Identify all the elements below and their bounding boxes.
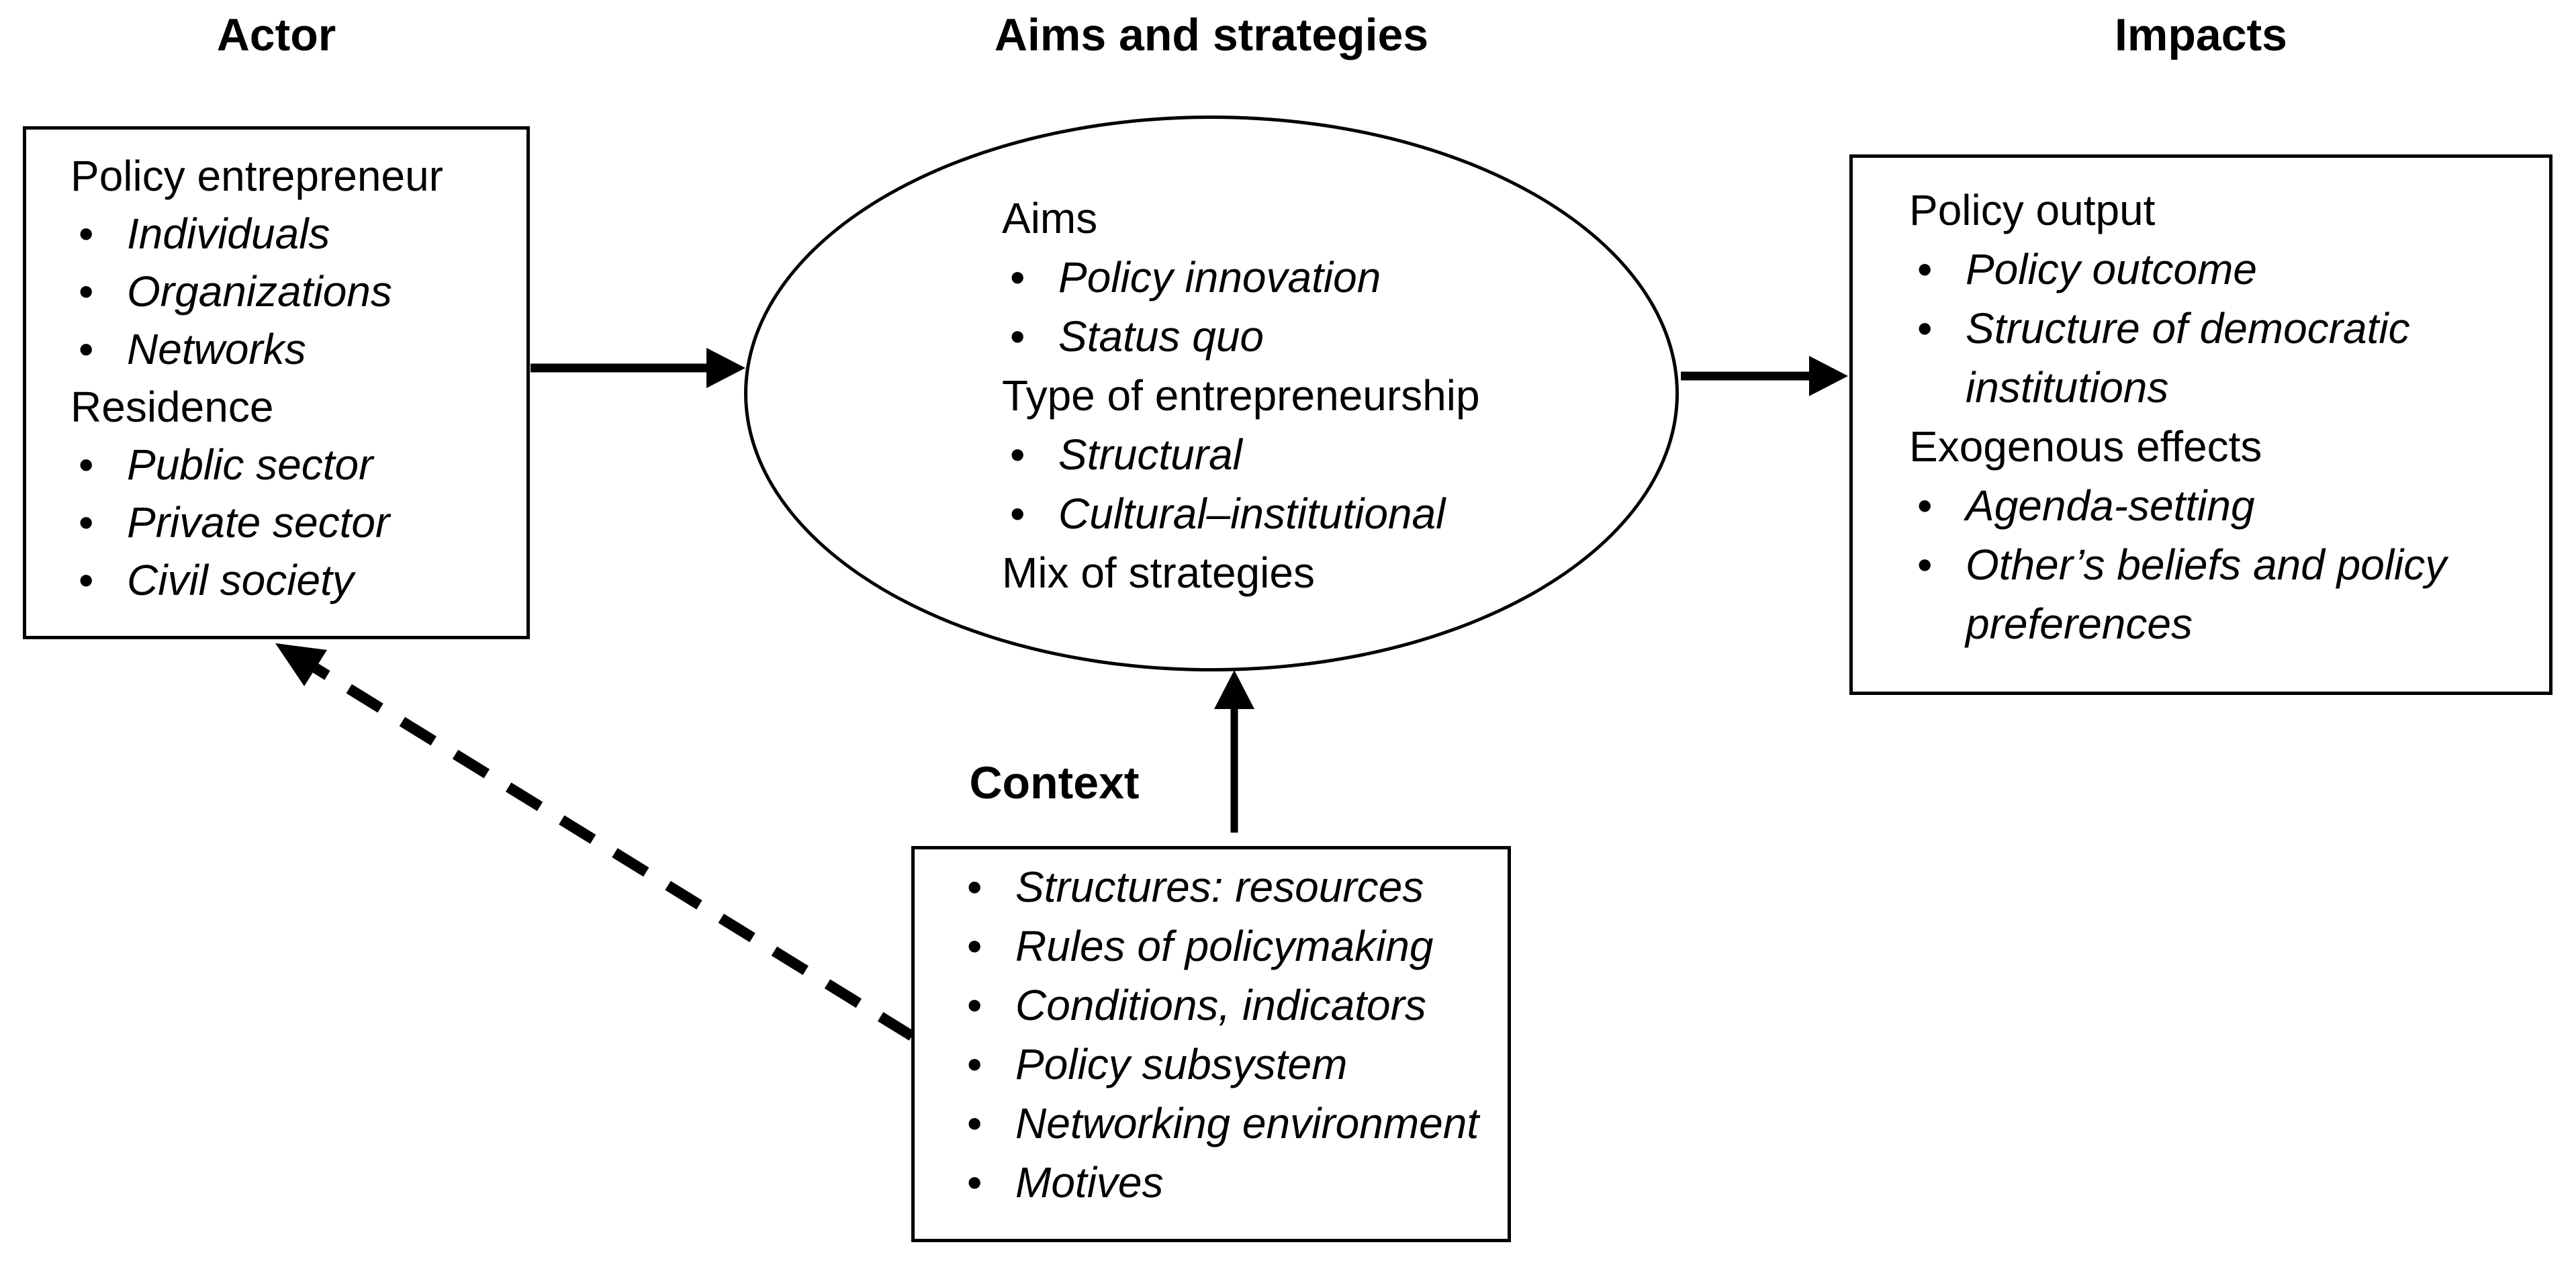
bullet-icon: •: [79, 209, 94, 258]
list-item: • Rules of policymaking: [959, 917, 1489, 976]
list-item: • Other’s beliefs and policy preferences: [1909, 535, 2549, 653]
list-header: Policy entrepreneur: [71, 152, 443, 200]
bullet-icon: •: [79, 498, 94, 547]
list-header: Type of entrepreneurship: [1002, 371, 1480, 420]
bullet-icon: •: [967, 1158, 982, 1207]
aims-list: Aims • Policy innovation • Status quo Ty…: [1002, 189, 1647, 602]
list-item-label: Policy subsystem: [1015, 1040, 1348, 1088]
bullet-icon: •: [967, 922, 982, 970]
bullet-icon: •: [1010, 253, 1025, 301]
context-box: • Structures: resources • Rules of polic…: [911, 846, 1511, 1242]
list-item: • Policy innovation: [1002, 248, 1647, 307]
list-item-label: Organizations: [127, 267, 392, 316]
list-item-label: Structure of democratic institutions: [1966, 304, 2410, 412]
list-item-label: Status quo: [1058, 312, 1264, 361]
bullet-icon: •: [967, 1040, 982, 1088]
bullet-icon: •: [79, 267, 94, 316]
bullet-icon: •: [967, 1099, 982, 1148]
list-item-label: Networking environment: [1015, 1099, 1479, 1148]
actor-box: Policy entrepreneur • Individuals • Orga…: [23, 126, 530, 639]
bullet-icon: •: [1917, 245, 1933, 293]
bullet-icon: •: [967, 981, 982, 1029]
bullet-icon: •: [1917, 541, 1933, 589]
list-item-label: Agenda-setting: [1966, 481, 2255, 530]
bullet-icon: •: [79, 556, 94, 604]
arrow-actor-to-aims: [531, 348, 745, 388]
list-header: Aims: [1002, 194, 1098, 242]
list-item-label: Motives: [1015, 1158, 1164, 1207]
aims-section-title: Aims and strategies: [994, 9, 1429, 60]
list-item: • Individuals: [71, 205, 514, 263]
bullet-icon: •: [79, 440, 94, 489]
list-item: • Structure of democratic institutions: [1909, 299, 2549, 417]
list-header: Residence: [71, 383, 274, 431]
list-item: • Agenda-setting: [1909, 476, 2549, 535]
list-header: Policy output: [1909, 186, 2156, 234]
actor-list: Policy entrepreneur • Individuals • Orga…: [71, 147, 514, 609]
actor-section-title: Actor: [216, 9, 336, 60]
list-item-label: Private sector: [127, 498, 390, 547]
bullet-icon: •: [1917, 481, 1933, 530]
list-item: • Motives: [959, 1153, 1489, 1212]
list-item: • Structural: [1002, 425, 1647, 484]
list-item: • Networks: [71, 320, 514, 378]
list-item-label: Cultural–institutional: [1058, 489, 1446, 538]
impacts-section-title: Impacts: [2115, 9, 2287, 60]
bullet-icon: •: [1917, 304, 1933, 353]
context-list: • Structures: resources • Rules of polic…: [959, 857, 1489, 1212]
list-item: • Status quo: [1002, 307, 1647, 366]
arrow-aims-to-impacts: [1681, 356, 1848, 396]
list-item-label: Structures: resources: [1015, 863, 1424, 911]
list-header: Mix of strategies: [1002, 549, 1315, 597]
arrow-context-to-aims: [1214, 670, 1254, 833]
list-item: • Public sector: [71, 436, 514, 494]
list-item-label: Other’s beliefs and policy preferences: [1966, 541, 2447, 648]
list-item-label: Public sector: [127, 440, 373, 489]
list-header: Exogenous effects: [1909, 422, 2262, 471]
impacts-box: Policy output • Policy outcome • Structu…: [1849, 154, 2552, 695]
bullet-icon: •: [1010, 430, 1025, 479]
bullet-icon: •: [1010, 489, 1025, 538]
list-item: • Private sector: [71, 494, 514, 551]
list-item-label: Rules of policymaking: [1015, 922, 1434, 970]
bullet-icon: •: [79, 325, 94, 373]
arrow-context-to-actor-dashed: [275, 643, 915, 1041]
list-item-label: Individuals: [127, 209, 330, 258]
list-item: • Structures: resources: [959, 857, 1489, 917]
list-item-label: Policy innovation: [1058, 253, 1381, 301]
bullet-icon: •: [1010, 312, 1025, 361]
list-item: • Cultural–institutional: [1002, 484, 1647, 543]
bullet-icon: •: [967, 863, 982, 911]
list-item-label: Policy outcome: [1966, 245, 2257, 293]
list-item: • Policy outcome: [1909, 240, 2549, 299]
impacts-list: Policy output • Policy outcome • Structu…: [1909, 181, 2549, 653]
list-item-label: Networks: [127, 325, 306, 373]
list-item-label: Civil society: [127, 556, 354, 604]
list-item-label: Structural: [1058, 430, 1242, 479]
list-item: • Conditions, indicators: [959, 976, 1489, 1035]
list-item: • Organizations: [71, 263, 514, 320]
list-item: • Networking environment: [959, 1094, 1489, 1153]
aims-ellipse: Aims • Policy innovation • Status quo Ty…: [744, 115, 1679, 671]
context-section-title: Context: [969, 757, 1140, 808]
list-item-label: Conditions, indicators: [1015, 981, 1426, 1029]
list-item: • Civil society: [71, 551, 514, 609]
list-item: • Policy subsystem: [959, 1035, 1489, 1094]
